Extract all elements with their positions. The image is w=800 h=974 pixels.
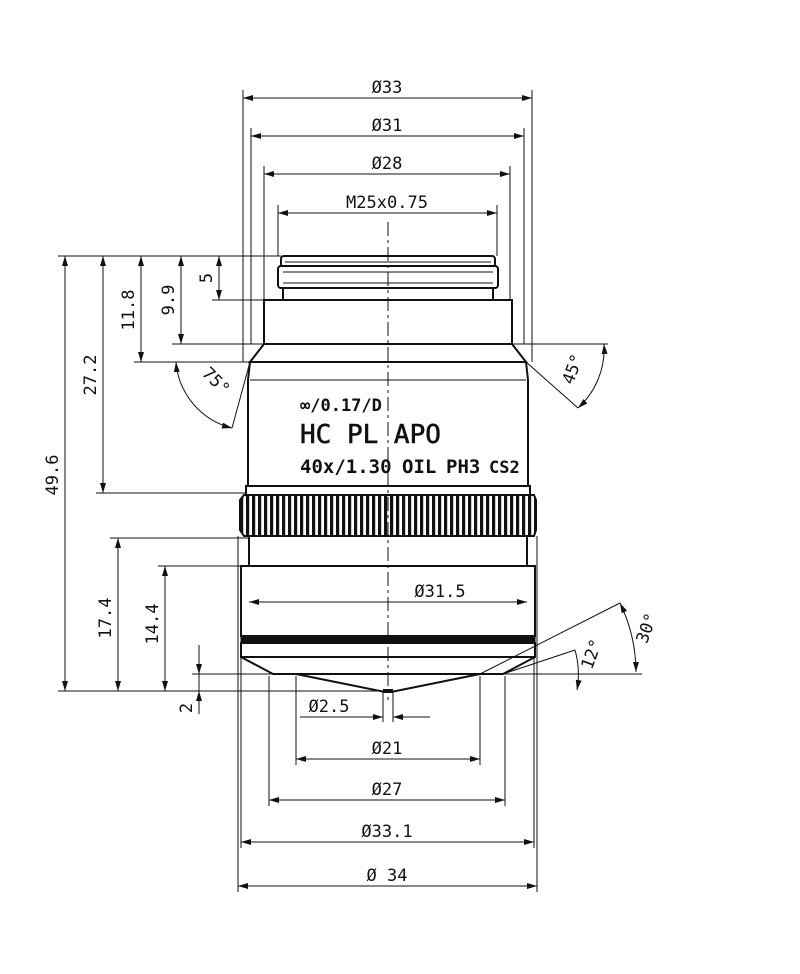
engraving: ∞/0.17/D HC PL APO 40x/1.30 OIL PH3 CS2 xyxy=(300,396,520,478)
dim-thread: M25x0.75 xyxy=(346,193,428,213)
dim-h27-2: 27.2 xyxy=(81,355,101,396)
angle-45: 45° xyxy=(559,351,588,387)
dim-d34: Ø 34 xyxy=(367,866,408,886)
top-dimensions: Ø33 Ø31 Ø28 M25x0.75 xyxy=(242,78,533,362)
dim-h14-4: 14.4 xyxy=(143,604,163,645)
engraving-line3a: 40x/1.30 xyxy=(300,456,392,478)
dim-d21: Ø21 xyxy=(372,739,403,759)
dim-d28: Ø28 xyxy=(372,154,403,174)
dim-d33: Ø33 xyxy=(372,78,403,98)
dim-h11-8: 11.8 xyxy=(119,290,139,331)
engraving-line3d: CS2 xyxy=(489,458,520,478)
dim-d31-5: Ø31.5 xyxy=(414,582,465,602)
engraving-line3c: PH3 xyxy=(446,456,480,478)
engraving-line3b: OIL xyxy=(402,456,436,478)
dim-d2-5: Ø2.5 xyxy=(309,697,350,717)
engraving-line2: HC PL APO xyxy=(300,420,441,450)
dim-h49-6: 49.6 xyxy=(43,455,63,496)
angle-12: 12° xyxy=(578,636,607,672)
angle-75: 75° xyxy=(198,364,234,400)
dim-h17-4: 17.4 xyxy=(96,598,116,639)
engraving-line1: ∞/0.17/D xyxy=(300,396,382,416)
left-dimensions: 5 9.9 11.8 27.2 49.6 17.4 14.4 2 xyxy=(43,255,385,714)
dim-d33-1: Ø33.1 xyxy=(361,822,412,842)
angle-30: 30° xyxy=(633,610,662,646)
dim-h9-9: 9.9 xyxy=(159,285,179,316)
dim-d27: Ø27 xyxy=(372,780,403,800)
dim-d31: Ø31 xyxy=(372,116,403,136)
dim-h5: 5 xyxy=(197,273,217,283)
dim-h2: 2 xyxy=(177,703,197,713)
bottom-dimensions: Ø31.5 Ø2.5 Ø21 Ø27 Ø33.1 Ø 34 xyxy=(237,536,538,892)
